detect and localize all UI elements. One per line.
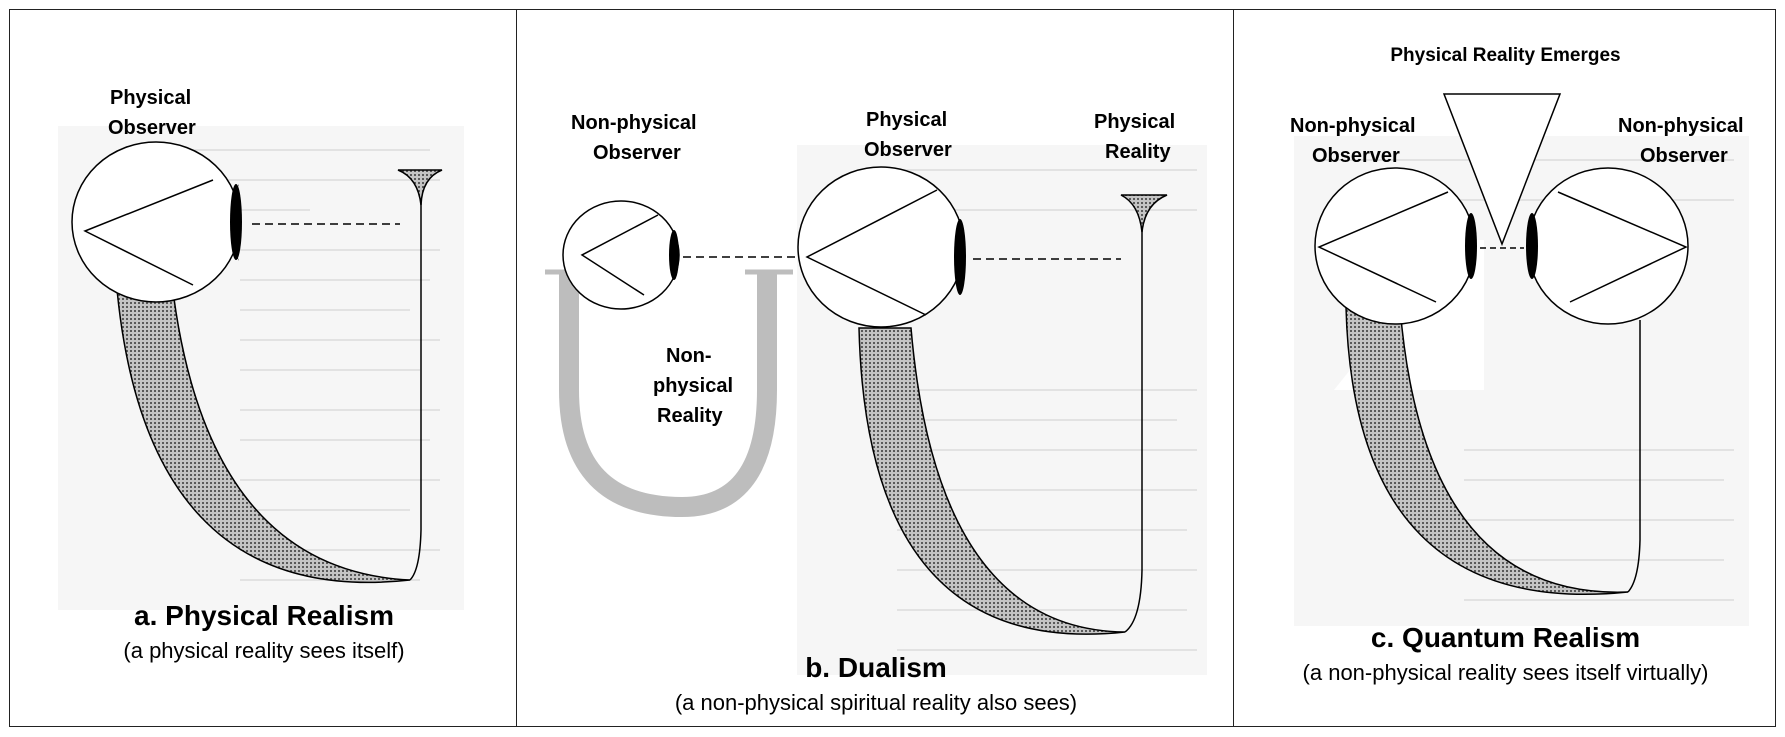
- right-observer-label-line1: Non-physical: [1618, 115, 1744, 137]
- u-tube-right-arm: [409, 175, 422, 581]
- physical-reality-label-line2: Reality: [1105, 141, 1171, 163]
- nonphysical-reality-u-shape: [559, 272, 777, 518]
- physical-observer-label-line1: Physical: [110, 87, 192, 109]
- nonphysical-observer-label-line1: Non-physical: [571, 112, 697, 134]
- panel-physical-realism: Physical Observer a. Physical Realism (a…: [9, 9, 517, 727]
- panel-a-subtitle: (a physical reality sees itself): [123, 638, 405, 663]
- left-nonphysical-observer-eye: [1314, 167, 1477, 325]
- nonphysical-reality-label-line2: physical: [653, 375, 734, 397]
- nonphysical-reality-label-line1: Non-: [666, 345, 712, 367]
- physical-observer-eye: [797, 166, 966, 328]
- physical-observer-label-line2: Observer: [108, 117, 196, 139]
- physical-reality-funnel: [397, 169, 443, 206]
- physical-observer-label-line2: Observer: [864, 139, 952, 161]
- u-tube-right-arm: [1627, 320, 1641, 593]
- panel-b-art: [545, 145, 1207, 675]
- panel-quantum-realism: Physical Reality Emerges Non-physical Ob…: [1233, 9, 1776, 727]
- panel-a-art: [58, 126, 464, 610]
- right-nonphysical-observer-eye: [1526, 167, 1689, 325]
- physical-reality-funnel: [1120, 194, 1168, 233]
- panel-c-title: c. Quantum Realism: [1370, 622, 1641, 653]
- physical-reality-emerges-label: Physical Reality Emerges: [1390, 45, 1621, 66]
- panel-a-title: a. Physical Realism: [134, 600, 394, 631]
- left-observer-label-line1: Non-physical: [1290, 115, 1416, 137]
- panel-b-title: b. Dualism: [805, 652, 947, 683]
- physical-reality-label-line1: Physical: [1094, 111, 1176, 133]
- physical-observer-label-line1: Physical: [866, 109, 948, 131]
- nonphysical-reality-label-line3: Reality: [657, 405, 723, 427]
- nonphysical-observer-label-line2: Observer: [593, 142, 681, 164]
- left-observer-label-line2: Observer: [1312, 145, 1400, 167]
- nonphysical-observer-eye: [562, 200, 680, 310]
- panel-c-subtitle: (a non-physical reality sees itself virt…: [1302, 660, 1709, 685]
- panel-c-art: [1294, 93, 1749, 626]
- u-tube-right-arm: [1124, 200, 1143, 633]
- physical-reality-triangle: [1442, 93, 1562, 247]
- panel-dualism: Non-physical Observer Physical Observer …: [516, 9, 1234, 727]
- right-observer-label-line2: Observer: [1640, 145, 1728, 167]
- physical-observer-eye: [71, 141, 242, 303]
- panel-b-subtitle: (a non-physical spiritual reality also s…: [674, 690, 1078, 715]
- u-tube: [858, 327, 1126, 635]
